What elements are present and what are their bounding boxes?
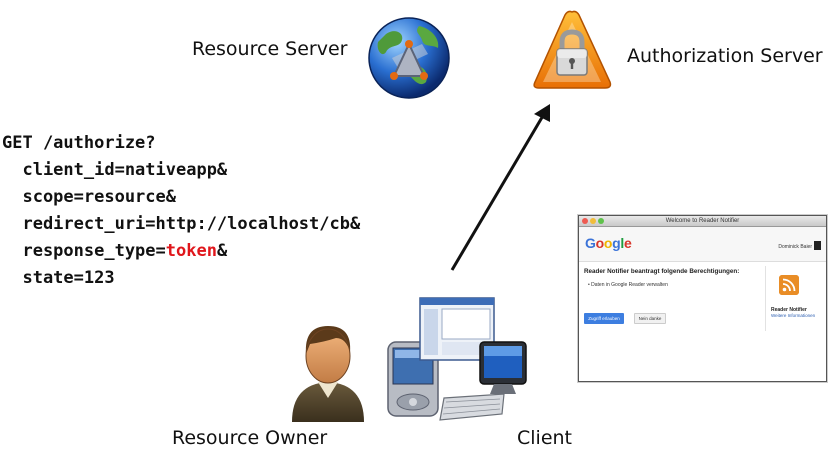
permission-item: • Daten in Google Reader verwalten [588,282,668,288]
consent-window: Welcome to Reader Notifier Google Domini… [578,215,827,382]
authorize-request: GET /authorize? client_id=nativeapp& sco… [2,130,360,292]
request-line: scope=resource& [2,187,176,207]
computer-icon [419,297,527,394]
window-titlebar: Welcome to Reader Notifier [579,216,826,227]
resource-server-label: Resource Server [192,38,348,60]
minimize-button[interactable] [590,218,596,224]
user-avatar[interactable] [814,241,821,250]
keyboard-icon [439,393,505,421]
request-line: client_id=nativeapp& [2,160,228,180]
request-line: response_type= [2,241,166,261]
google-logo: Google [585,235,632,251]
request-line-end: & [216,241,228,261]
request-line: GET /authorize? [2,133,156,153]
person-icon [292,326,364,422]
deny-button[interactable]: Nein danke [634,313,666,324]
authorization-server-label: Authorization Server [627,45,823,67]
permission-label: Daten in Google Reader verwalten [591,282,668,288]
more-info-link[interactable]: Weitere Informationen [771,313,816,318]
app-name-inline: Reader Notifier beantragt folgende Berec… [584,268,740,275]
zoom-button[interactable] [598,218,604,224]
sidebar-divider [765,266,766,331]
request-line: state=123 [2,268,115,288]
lock-warning-icon [533,10,612,89]
request-arrow [450,104,550,271]
allow-access-button[interactable]: Zugriff erlauben [584,313,624,324]
google-header: Google Dominick Baier [579,227,826,262]
resource-owner-label: Resource Owner [172,427,328,449]
permission-request-text: Reader Notifier beantragt folgende Berec… [584,268,739,275]
globe-icon [368,17,450,99]
window-title: Welcome to Reader Notifier [665,218,740,224]
user-name[interactable]: Dominick Baier [778,244,812,250]
request-line: redirect_uri=http://localhost/cb& [2,214,361,234]
close-button[interactable] [582,218,588,224]
app-name: Reader Notifier [771,307,807,313]
rss-icon [779,275,799,295]
pda-icon [387,341,439,417]
client-label: Client [517,427,573,449]
token-highlight: token [165,241,217,261]
